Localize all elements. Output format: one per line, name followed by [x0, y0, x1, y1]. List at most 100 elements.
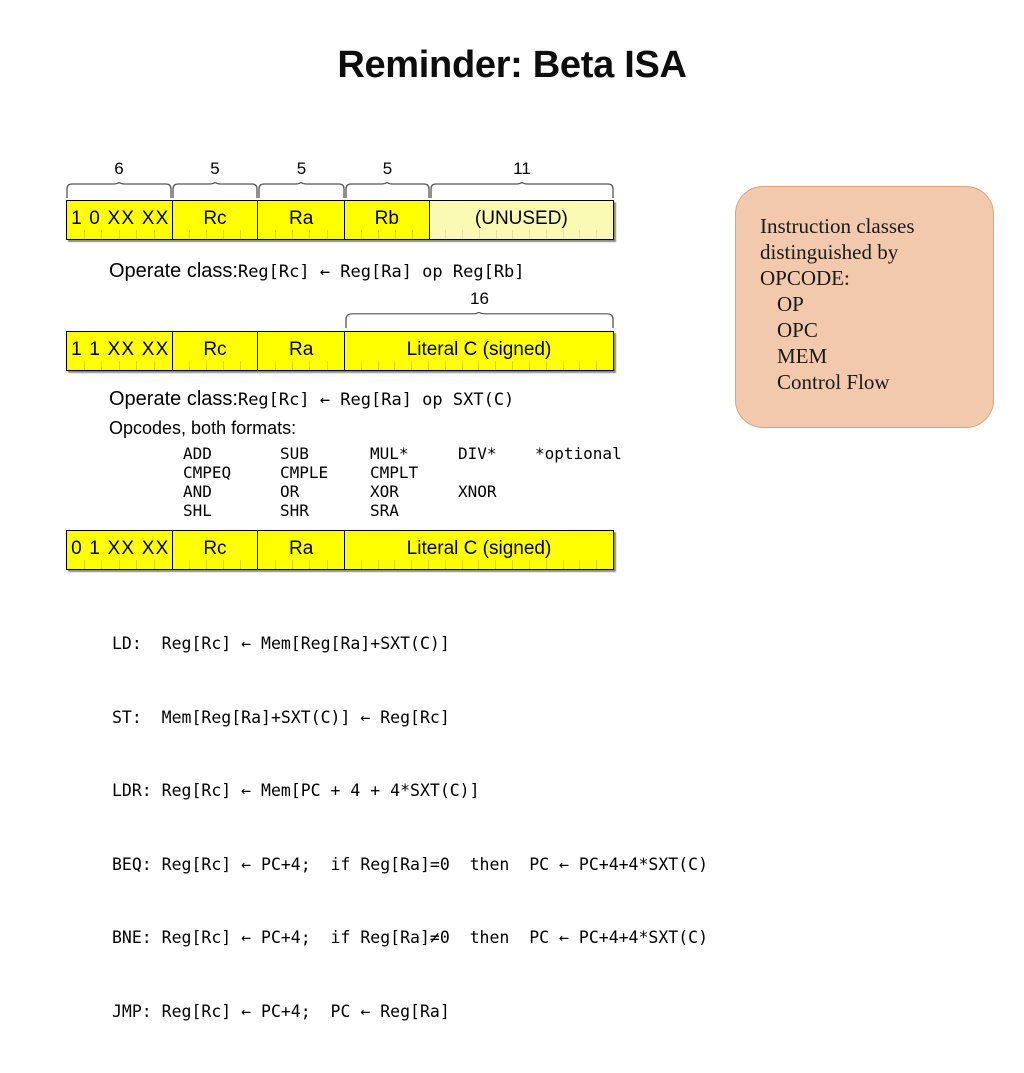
opcode-cell — [458, 501, 535, 520]
field-opcode: 1 0 XX XX — [67, 201, 173, 239]
field-ra: Ra — [258, 332, 345, 370]
bit-width-label-11: 11 — [513, 159, 531, 178]
page-title: Reminder: Beta ISA — [337, 44, 687, 86]
field-opcode: 0 1 XX XX — [67, 531, 173, 569]
bit-ticks — [173, 560, 258, 569]
callout-line: Control Flow — [777, 370, 890, 394]
field-label: Rc — [203, 537, 227, 559]
list-item: ST: Mem[Reg[Ra]+SXT(C)] ← Reg[Rc] — [112, 707, 450, 727]
brace-6 — [66, 182, 172, 198]
brace-11 — [430, 182, 614, 198]
opcode-footnote: *optional — [535, 444, 622, 463]
caption-label: Operate class: — [109, 388, 238, 410]
field-literal: Literal C (signed) — [344, 531, 613, 569]
field-label: Ra — [288, 537, 314, 559]
list-item: BNE: Reg[Rc] ← PC+4; if Reg[Ra]≠0 then P… — [112, 928, 709, 947]
field-label: Rc — [203, 207, 227, 229]
field-label: (UNUSED) — [474, 207, 568, 229]
opcode-cell — [535, 463, 622, 482]
field-label: Literal C (signed) — [406, 537, 552, 559]
field-rb: Rb — [344, 201, 430, 239]
instruction-semantics-list: LD: Reg[Rc] ← Mem[Reg[Ra]+SXT(C)] ST: Me… — [112, 583, 708, 1073]
brace-5b — [258, 182, 345, 198]
bit-ticks — [430, 230, 613, 239]
opcode-cell: DIV* — [458, 444, 497, 463]
caption-formula: Reg[Rc] ← Reg[Ra] op Reg[Rb] — [237, 262, 525, 282]
callout-line: distinguished by — [760, 240, 899, 264]
caption-formula: Reg[Rc] ← Reg[Ra] op SXT(C) — [237, 390, 515, 410]
bit-ticks — [67, 361, 172, 370]
bit-ticks — [345, 361, 613, 370]
list-item: BEQ: Reg[Rc] ← PC+4; if Reg[Ra]=0 then P… — [112, 854, 709, 874]
callout-line: OPCODE: — [760, 266, 850, 290]
callout-line: Instruction classes — [760, 214, 915, 238]
instruction-format-opc: 1 1 XX XX Rc Ra Literal C (signed) — [66, 331, 614, 371]
opcode-cell: ADD — [183, 444, 212, 463]
opcode-cell: AND — [183, 482, 212, 501]
opcode-cell: XNOR — [458, 482, 497, 501]
field-unused: (UNUSED) — [429, 201, 613, 239]
opcode-cell: SHR — [280, 501, 309, 520]
opcode-cell: CMPEQ — [183, 463, 232, 482]
field-opcode: 1 1 XX XX — [67, 332, 173, 370]
bit-ticks — [67, 230, 172, 239]
callout-line: OPC — [777, 318, 818, 342]
opcode-cell — [535, 501, 622, 520]
field-rc: Rc — [172, 201, 259, 239]
brace-5c — [345, 182, 430, 198]
callout-line: OP — [777, 292, 804, 316]
opcode-cell: SRA — [370, 501, 399, 520]
opcode-cell: CMPLE — [280, 463, 329, 482]
list-item: LDR: Reg[Rc] ← Mem[PC + 4 + 4*SXT(C)] — [112, 781, 480, 800]
slide-canvas: Reminder: Beta ISA 6 5 5 5 11 1 0 XX XX … — [66, 44, 994, 1021]
callout-line: MEM — [777, 344, 828, 368]
instruction-format-mem: 0 1 XX XX Rc Ra Literal C (signed) — [66, 530, 614, 570]
bit-ticks — [173, 230, 258, 239]
field-label: Rb — [374, 207, 399, 229]
opcode-cell: SHL — [183, 501, 212, 520]
field-label: Literal C (signed) — [406, 338, 552, 360]
operate-class-caption-op: Operate class:Reg[Rc] ← Reg[Ra] op Reg[R… — [109, 261, 525, 281]
opcode-cell — [535, 482, 622, 501]
list-item: LD: Reg[Rc] ← Mem[Reg[Ra]+SXT(C)] — [112, 634, 450, 653]
field-label: Rc — [203, 338, 227, 360]
opcode-cell: XOR — [370, 482, 399, 501]
opcode-cell: OR — [280, 482, 300, 501]
opcode-cell: MUL* — [370, 444, 409, 463]
operate-class-caption-opc: Operate class:Reg[Rc] ← Reg[Ra] op SXT(C… — [109, 389, 514, 409]
field-ra: Ra — [258, 201, 345, 239]
bit-ticks — [258, 361, 344, 370]
field-label: 0 1 XX XX — [71, 537, 170, 559]
field-rc: Rc — [172, 531, 259, 569]
bit-width-label-16: 16 — [470, 289, 489, 308]
bit-ticks — [345, 230, 429, 239]
bit-ticks — [345, 560, 613, 569]
bit-ticks — [67, 560, 172, 569]
field-label: 1 1 XX XX — [71, 338, 170, 360]
table-row: AND OR XOR XNOR — [183, 482, 622, 501]
opcode-cell: SUB — [280, 444, 309, 463]
brace-5a — [172, 182, 258, 198]
field-label: Ra — [288, 207, 314, 229]
bit-ticks — [258, 230, 344, 239]
instruction-classes-callout: Instruction classes distinguished by OPC… — [735, 186, 994, 428]
table-row: CMPEQ CMPLE CMPLT — [183, 463, 622, 482]
caption-label: Operate class: — [109, 260, 238, 282]
bit-width-label-5c: 5 — [382, 159, 393, 178]
opcode-cell: CMPLT — [370, 463, 419, 482]
field-rc: Rc — [172, 332, 259, 370]
list-item: JMP: Reg[Rc] ← PC+4; PC ← Reg[Ra] — [112, 1001, 450, 1021]
opcode-table: ADD SUB MUL* DIV* *optional CMPEQ CMPLE … — [183, 444, 622, 520]
field-literal: Literal C (signed) — [344, 332, 613, 370]
brace-16 — [345, 312, 614, 328]
field-label: Ra — [288, 338, 314, 360]
field-label: 1 0 XX XX — [71, 207, 170, 229]
opcode-cell — [458, 463, 535, 482]
bit-ticks — [258, 560, 344, 569]
table-row: SHL SHR SRA — [183, 501, 622, 520]
bit-width-label-6: 6 — [114, 159, 124, 178]
table-row: ADD SUB MUL* DIV* *optional — [183, 444, 622, 463]
bit-width-label-5a: 5 — [210, 159, 220, 178]
opcodes-heading: Opcodes, both formats: — [109, 418, 297, 438]
bit-ticks — [173, 361, 258, 370]
